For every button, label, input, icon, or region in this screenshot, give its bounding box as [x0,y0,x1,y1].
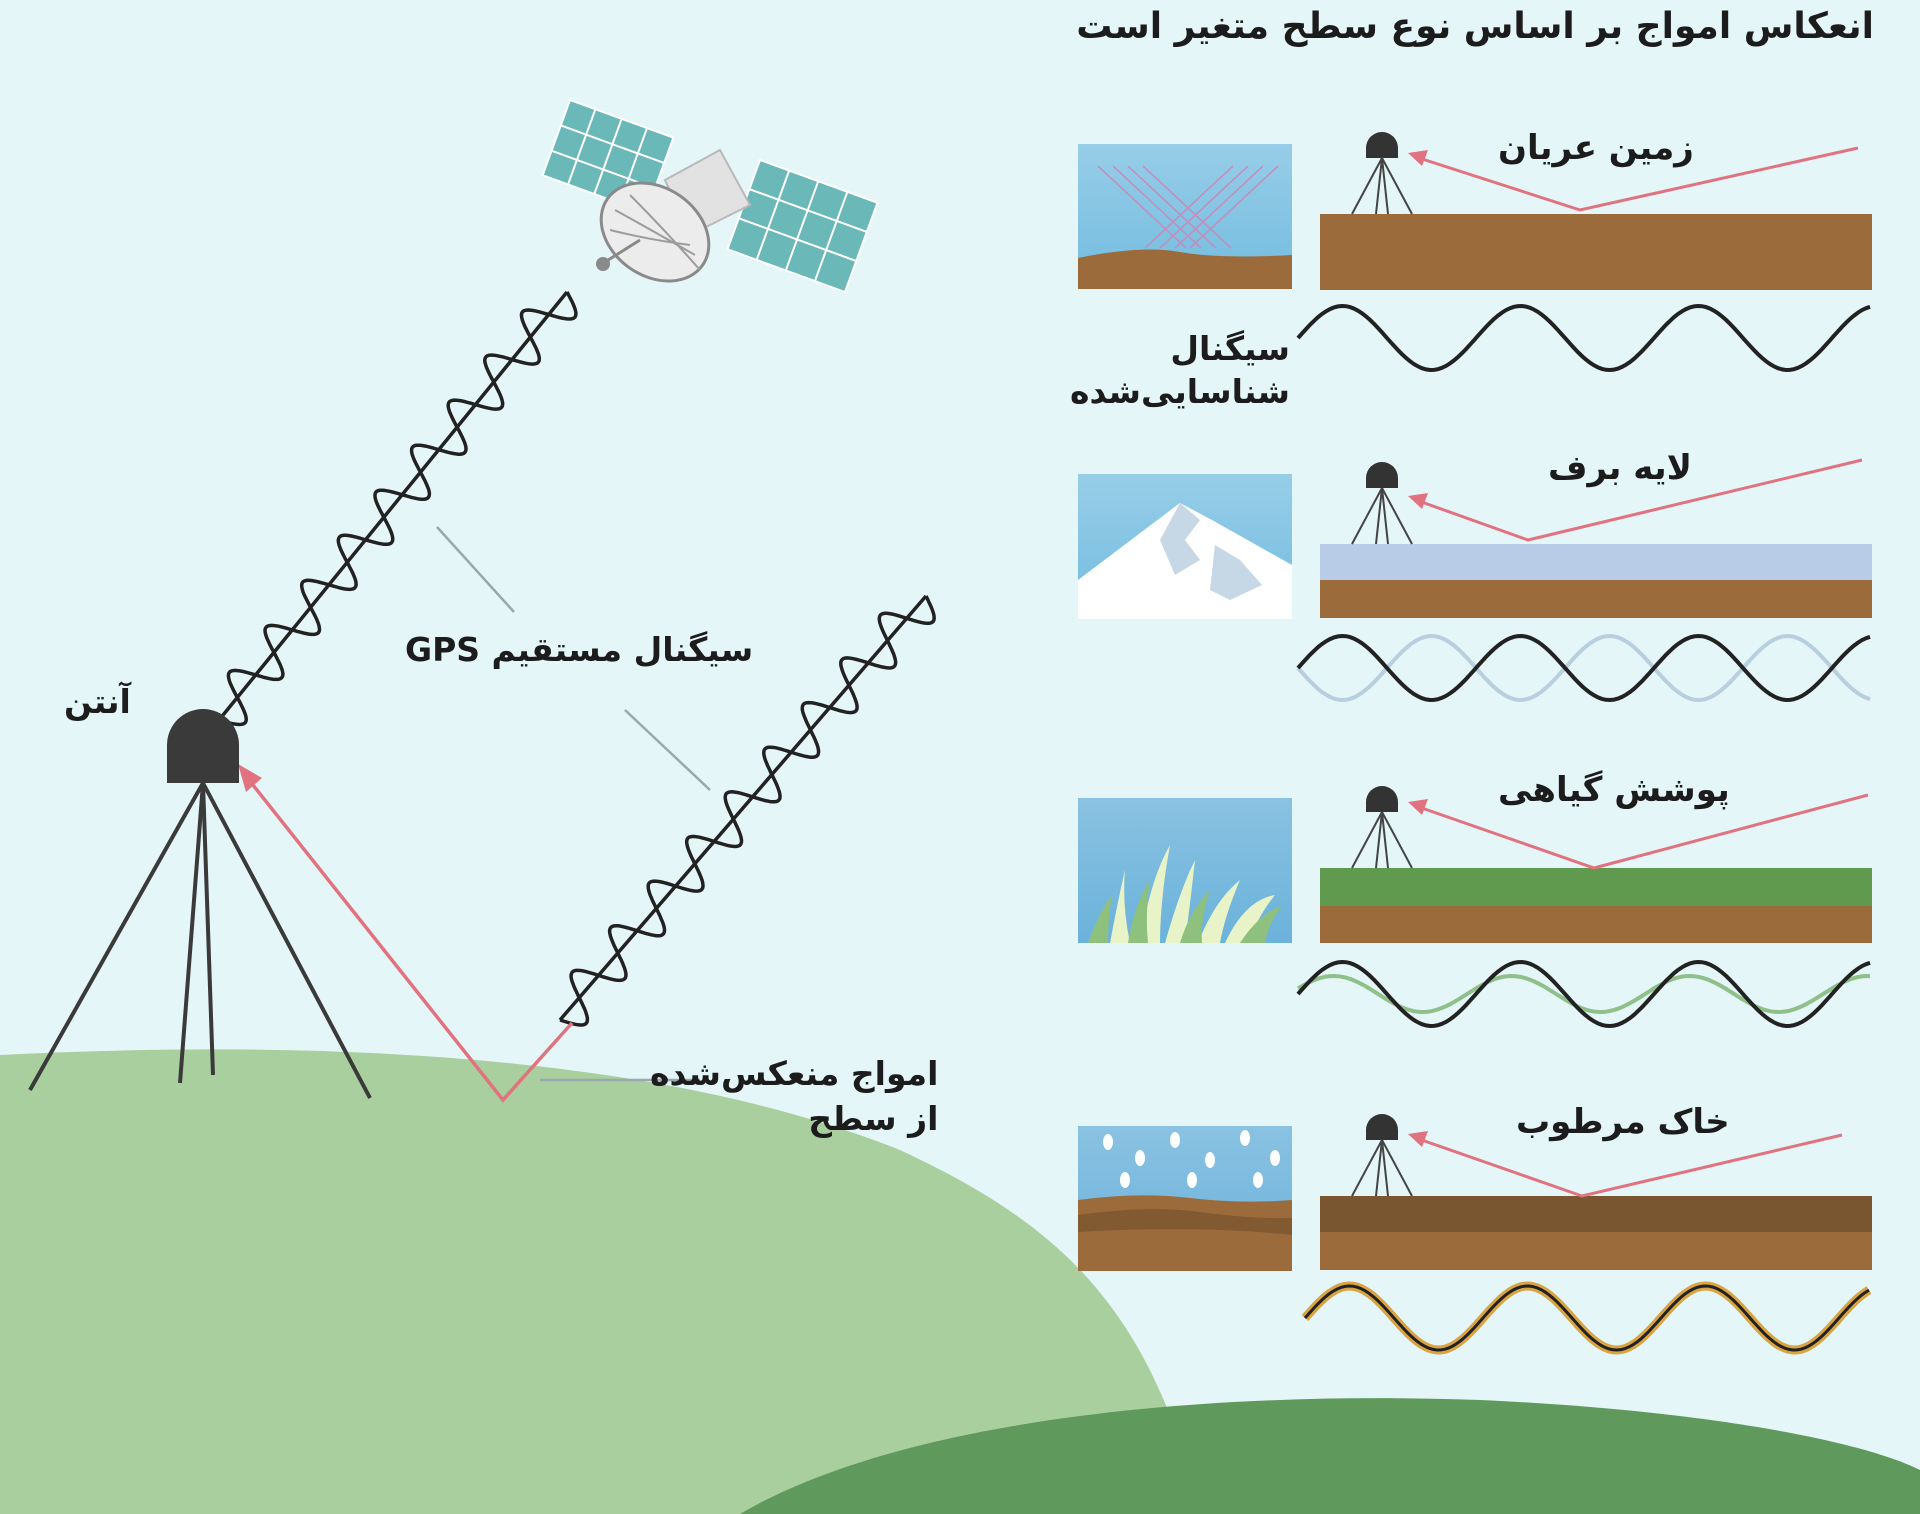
detected-signal-line1: سیگنال [1170,329,1290,368]
signal-wave [1296,633,1871,703]
signal-wave [1296,303,1871,373]
reflection-arrowhead [238,764,262,792]
reflected-waves-label: امواج منعکس‌شده از سطح [650,1052,938,1141]
panel-ray [1415,458,1863,542]
incoming-signal-wave [558,594,936,1027]
panel-wet-soil [1078,1114,1872,1355]
vegetation-layer [1320,868,1872,906]
soil-layer [1320,1232,1872,1270]
bare-soil-layer [1320,214,1872,290]
antenna-icon [28,709,372,1099]
panel-antenna-icon [1351,1114,1413,1197]
panel-snow [1078,458,1872,703]
rain-icon [1078,1126,1292,1271]
soil-layer [1320,906,1872,943]
soil-layer [1320,580,1872,618]
signal-wave [1303,1284,1870,1352]
panel-antenna-icon [1351,132,1413,215]
bare-soil-thumbnail [1078,144,1292,289]
antenna-label: آنتن [64,682,131,721]
detected-signal-line2: شناسایی‌شده [1070,371,1290,411]
panel-antenna-icon [1351,462,1413,545]
panel-ray [1415,146,1859,212]
direct-signal-wave [217,290,578,727]
direct-signal-pointer-upper [436,526,515,613]
panel-vegetation [1078,786,1872,1029]
vegetation-attenuated-wave [1297,973,1871,1015]
panel-ray [1415,1133,1843,1198]
wet-soil-wave-outline [1301,1281,1872,1355]
panel-antenna-icon [1351,786,1413,869]
panel-bare-soil [1078,132,1872,373]
reflected-waves-line2: از سطح [808,1098,939,1138]
direct-signal-pointer-lower [624,709,711,791]
mountain-icon [1078,474,1292,619]
reflected-waves-line1: امواج منعکس‌شده [650,1054,939,1093]
detected-signal-label: سیگنال شناسایی‌شده [1070,328,1290,414]
panel-ray [1415,793,1869,870]
wet-soil-layer [1320,1196,1872,1232]
background-hill-right [740,1398,1920,1514]
foreground-hill [0,1049,1200,1514]
satellite-icon [541,98,879,294]
snow-shifted-wave [1296,633,1871,703]
direct-signal-label: سیگنال مستقیم GPS [405,630,754,669]
signal-wave [1296,959,1871,1029]
diagram-title: انعکاس امواج بر اساس نوع سطح متغیر است [1076,6,1874,47]
grass-icon [1078,798,1292,943]
panel-title-vegetation: پوشش گیاهی [1498,770,1730,810]
panel-title-snow: لایه برف [1548,448,1692,488]
reflection-ray [243,773,574,1103]
panel-title-bare-soil: زمین عریان [1498,128,1694,168]
snow-layer [1320,544,1872,580]
panel-title-wet-soil: خاک مرطوب [1516,1102,1730,1142]
